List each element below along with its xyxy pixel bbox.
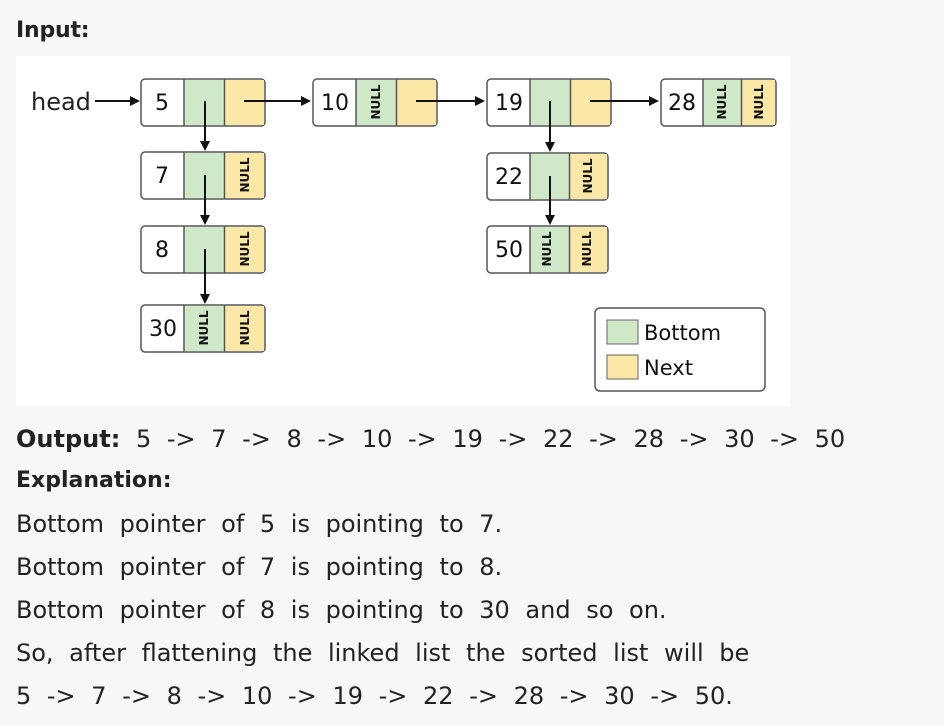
node-30-next-null: NULL	[238, 310, 252, 345]
node-5-next-cell	[225, 80, 264, 125]
node-28: 28 NULL NULL	[660, 78, 777, 127]
node-19-value: 19	[495, 91, 523, 116]
node-10-bottom-cell	[356, 80, 396, 125]
explanation-label: Explanation:	[16, 468, 172, 493]
node-19-next-cell	[571, 80, 610, 125]
linked-list-diagram: head 5 10 NULL 19	[31, 78, 777, 392]
node-8-next-cell	[225, 227, 264, 272]
legend-next-swatch	[606, 354, 639, 380]
input-label: Input:	[16, 18, 90, 43]
explanation-line-1: Bottom pointer of 5 is pointing to 7.	[16, 510, 503, 538]
node-8: 8 NULL	[140, 225, 266, 274]
node-8-value: 8	[155, 238, 169, 263]
node-22-next-cell	[570, 154, 607, 199]
node-30-bottom-cell	[184, 306, 224, 351]
node-28-next-cell	[742, 80, 775, 125]
node-5: 5	[140, 78, 266, 127]
legend-bottom-label: Bottom	[644, 321, 721, 345]
head-label: head	[31, 88, 91, 116]
node-5-value: 5	[155, 91, 169, 116]
node-30-value: 30	[149, 317, 177, 342]
explanation-line-2: Bottom pointer of 7 is pointing to 8.	[16, 553, 503, 581]
node-50-bottom-cell	[530, 227, 569, 272]
node-28-bottom-cell	[703, 80, 741, 125]
node-50-next-cell	[570, 227, 607, 272]
explanation-line-5: 5 -> 7 -> 8 -> 10 -> 19 -> 22 -> 28 -> 3…	[16, 682, 733, 710]
node-7-next-cell	[225, 153, 264, 198]
node-22-next-null: NULL	[581, 158, 595, 193]
node-28-next-null: NULL	[752, 84, 766, 119]
node-50-next-null: NULL	[580, 231, 594, 266]
node-10-next-cell	[397, 80, 436, 125]
node-8-next-null: NULL	[238, 231, 252, 266]
node-50-bottom-null: NULL	[540, 231, 554, 266]
node-7-value: 7	[155, 164, 169, 189]
legend: Bottom Next	[594, 307, 766, 392]
node-7-next-null: NULL	[238, 157, 252, 192]
node-50-value: 50	[495, 238, 523, 263]
node-28-value: 28	[668, 91, 696, 116]
node-7: 7 NULL	[140, 151, 266, 200]
node-30: 30 NULL NULL	[140, 304, 266, 353]
node-30-bottom-null: NULL	[197, 310, 211, 345]
node-22-value: 22	[495, 165, 523, 190]
explanation-line-3: Bottom pointer of 8 is pointing to 30 an…	[16, 596, 667, 624]
node-28-bottom-null: NULL	[715, 84, 729, 119]
node-10: 10 NULL	[312, 78, 438, 127]
output-value: 5 -> 7 -> 8 -> 10 -> 19 -> 22 -> 28 -> 3…	[135, 425, 846, 453]
node-10-bottom-null: NULL	[369, 84, 383, 119]
explanation-line-4: So, after flattening the linked list the…	[16, 639, 750, 667]
legend-next-label: Next	[644, 356, 693, 380]
node-22: 22 NULL	[486, 152, 609, 201]
node-10-value: 10	[321, 91, 349, 116]
legend-bottom-swatch	[606, 319, 639, 345]
node-30-next-cell	[225, 306, 264, 351]
output-line: Output: 5 -> 7 -> 8 -> 10 -> 19 -> 22 ->…	[16, 425, 845, 453]
output-label: Output:	[16, 425, 121, 453]
node-50: 50 NULL NULL	[486, 225, 609, 274]
